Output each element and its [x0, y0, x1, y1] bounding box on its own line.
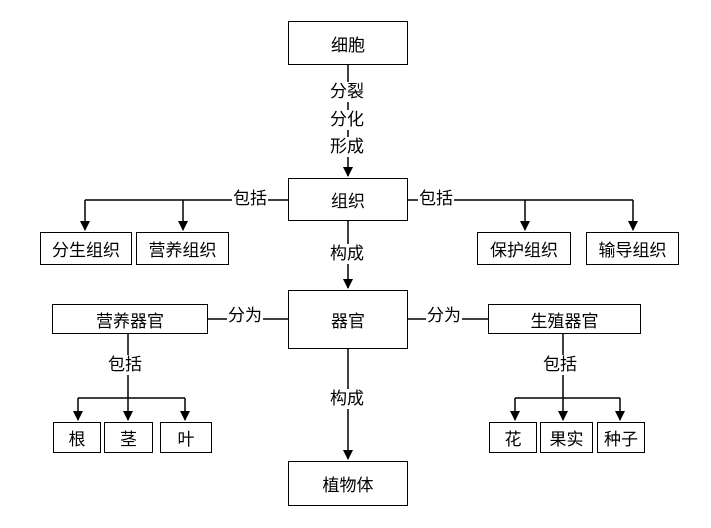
edge-label-tissue-left-includes: 包括 — [232, 189, 268, 209]
node-leaf: 叶 — [160, 422, 212, 453]
edge-label-form: 形成 — [329, 137, 365, 157]
node-stem: 茎 — [104, 422, 153, 453]
edge-label-divide: 分裂 — [329, 82, 365, 102]
edge-label-tissue-right-includes: 包括 — [418, 189, 454, 209]
edge-label-organ-to-plant: 构成 — [329, 389, 365, 409]
node-vegetative-organ: 营养器官 — [52, 304, 208, 334]
edge-label-tissue-to-organ: 构成 — [329, 244, 365, 264]
node-plant-body: 植物体 — [288, 461, 408, 506]
node-root: 根 — [53, 422, 101, 453]
node-reproductive-organ: 生殖器官 — [488, 304, 641, 334]
edge-label-vegetative-includes: 包括 — [107, 355, 143, 375]
node-cell: 细胞 — [288, 21, 408, 65]
node-tissue: 组织 — [288, 178, 408, 221]
node-fruit: 果实 — [540, 422, 593, 453]
node-nutritive-tissue: 营养组织 — [136, 232, 229, 265]
node-meristem: 分生组织 — [40, 232, 132, 265]
node-organ: 器官 — [288, 290, 408, 349]
node-flower: 花 — [489, 422, 537, 453]
edge-label-organ-right-divide: 分为 — [426, 306, 462, 326]
node-protective-tissue: 保护组织 — [477, 232, 571, 265]
edge-label-differentiate: 分化 — [329, 110, 365, 130]
node-conductive-tissue: 输导组织 — [586, 232, 679, 265]
node-seed: 种子 — [597, 422, 645, 453]
edge-label-organ-left-divide: 分为 — [227, 306, 263, 326]
edge-label-reproductive-includes: 包括 — [542, 355, 578, 375]
